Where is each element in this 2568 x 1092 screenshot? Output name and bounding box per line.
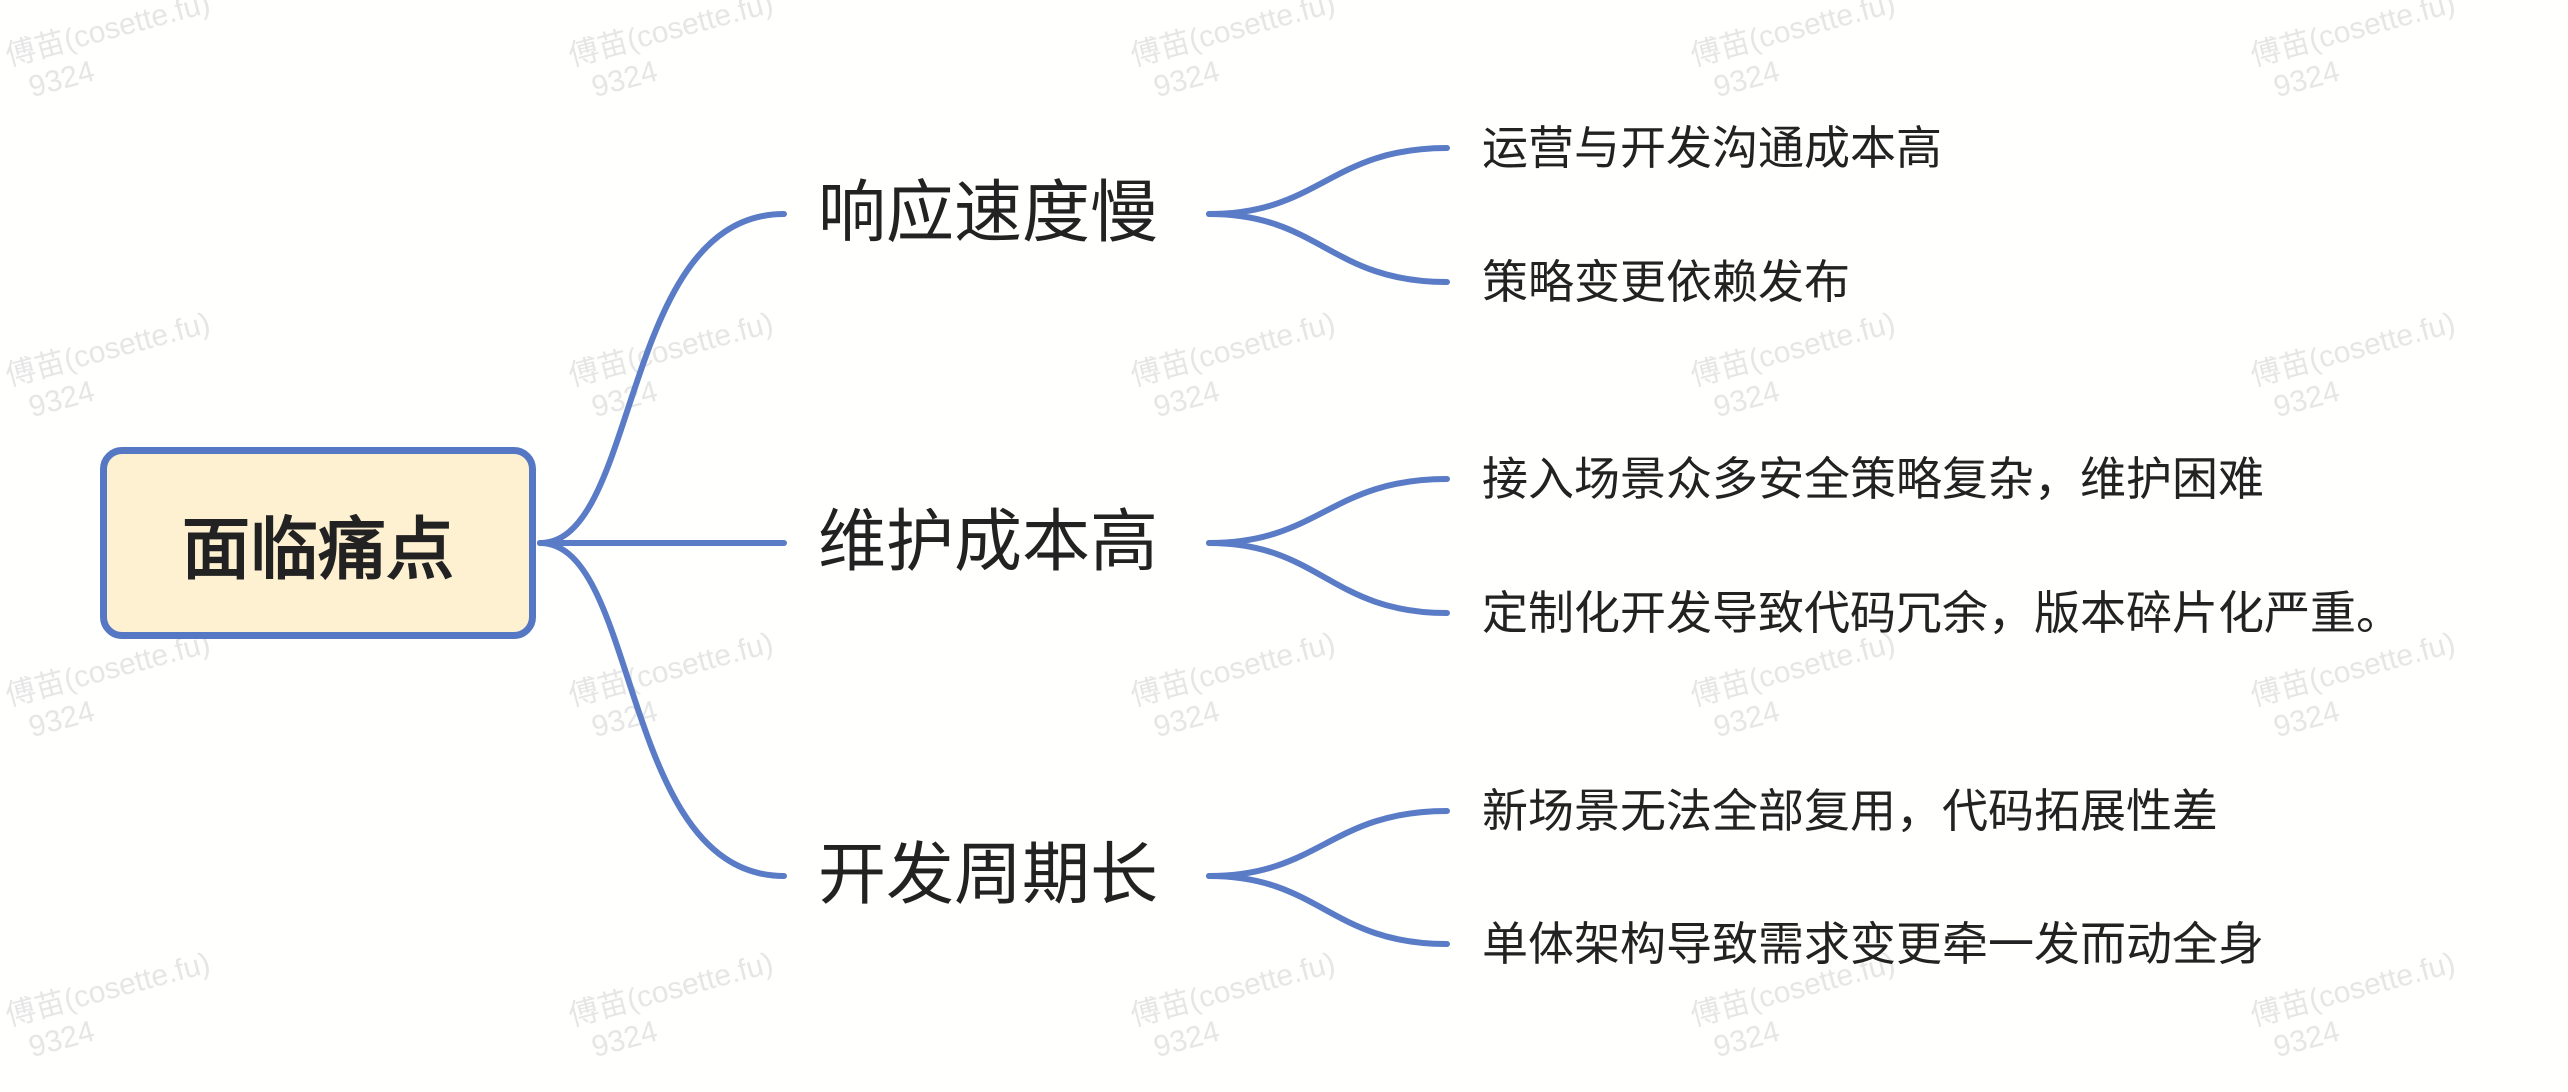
connector-b3-leaf-1	[1206, 808, 1450, 879]
leaf-node[interactable]: 新场景无法全部复用，代码拓展性差	[1482, 784, 2218, 838]
connector-b2-leaf-1	[1206, 476, 1450, 546]
connector-b1-leaf-2	[1206, 211, 1450, 285]
leaf-node[interactable]: 接入场景众多安全策略复杂，维护困难	[1482, 452, 2264, 506]
leaf-node[interactable]: 运营与开发沟通成本高	[1482, 121, 1942, 175]
connector-root-branch-1	[537, 211, 787, 546]
connector-b1-leaf-1	[1206, 145, 1450, 217]
connector-b2-leaf-2	[1206, 540, 1450, 616]
root-node[interactable]: 面临痛点	[100, 447, 536, 639]
connector-b3-leaf-2	[1206, 873, 1450, 947]
branch-node-slow-response[interactable]: 响应速度慢	[818, 174, 1159, 253]
root-node-label: 面临痛点	[181, 510, 454, 590]
branch-node-high-maintenance[interactable]: 维护成本高	[818, 503, 1159, 582]
leaf-node[interactable]: 单体架构导致需求变更牵一发而动全身	[1482, 917, 2264, 971]
leaf-node[interactable]: 策略变更依赖发布	[1482, 255, 1850, 309]
leaf-node[interactable]: 定制化开发导致代码冗余，版本碎片化严重。	[1482, 586, 2402, 640]
branch-node-long-dev-cycle[interactable]: 开发周期长	[818, 836, 1159, 915]
connector-root-branch-3	[537, 540, 787, 879]
